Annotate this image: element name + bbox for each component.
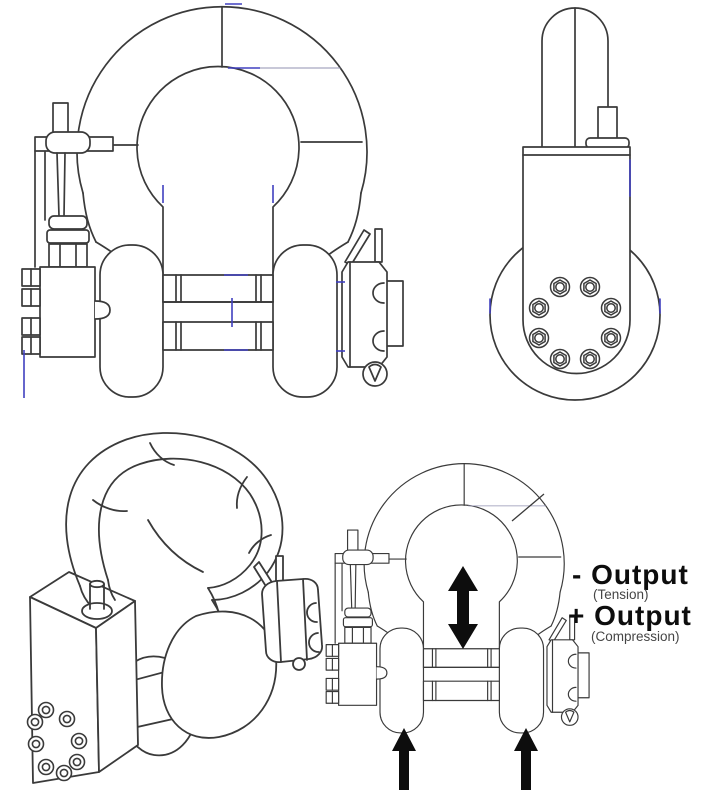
output-labels: - Output (Tension) + Output (Compression… [568, 559, 692, 644]
iso-pin-nut [253, 555, 323, 671]
iso-load-cell-box [29, 571, 139, 784]
positive-output-label: + Output [568, 600, 692, 631]
iso-right-ear [161, 610, 278, 739]
bow-segment-divider [511, 493, 545, 522]
compression-sublabel: (Compression) [591, 629, 680, 644]
front-view-centerlines [23, 3, 345, 398]
compression-arrow-left-icon [392, 728, 416, 790]
negative-output-label: - Output [572, 559, 689, 590]
shackle-side-shank [541, 7, 609, 148]
side-view [489, 7, 661, 401]
side-connector [585, 106, 630, 149]
isometric-view [26, 432, 323, 784]
annotated-front-view: - Output (Tension) + Output (Compression… [325, 463, 692, 790]
tension-compression-arrow-icon [448, 566, 478, 649]
tension-sublabel: (Tension) [593, 587, 649, 602]
front-view [21, 3, 404, 398]
compression-arrow-right-icon [514, 728, 538, 790]
side-view-centerlines [489, 159, 661, 314]
shackle-side-body [522, 146, 631, 375]
